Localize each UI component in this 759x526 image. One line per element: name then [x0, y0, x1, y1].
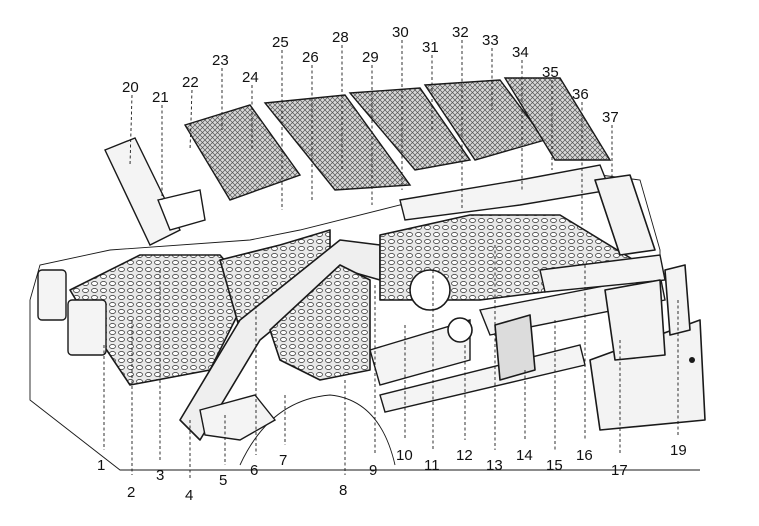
- mat-1a: [37, 269, 67, 321]
- roof-panel-3: [348, 87, 472, 171]
- seatbelt-mechanism: [409, 269, 536, 381]
- label-32: 32: [452, 24, 469, 41]
- label-19: 19: [670, 442, 687, 459]
- label-35: 35: [542, 64, 559, 81]
- label-30: 30: [392, 24, 409, 41]
- label-31: 31: [422, 39, 439, 56]
- label-37: 37: [602, 109, 619, 126]
- label-23: 23: [212, 52, 229, 69]
- label-26: 26: [302, 49, 319, 66]
- label-8: 8: [339, 482, 347, 499]
- sun-visors: [104, 137, 206, 246]
- label-24: 24: [242, 69, 259, 86]
- sun-visor-clip-21: [157, 189, 206, 231]
- label-22: 22: [182, 74, 199, 91]
- label-17: 17: [611, 462, 628, 479]
- roof-panel-rear: [503, 77, 612, 161]
- label-9: 9: [369, 462, 377, 479]
- label-2: 2: [127, 484, 135, 501]
- label-5: 5: [219, 472, 227, 489]
- label-6: 6: [250, 462, 258, 479]
- label-13: 13: [486, 457, 503, 474]
- label-11: 11: [424, 457, 440, 474]
- label-36: 36: [572, 86, 589, 103]
- c-pillar-trim: [594, 174, 656, 256]
- roof-lining-panels: [183, 77, 612, 221]
- sun-visor-20: [104, 137, 181, 246]
- mat-1b: [67, 299, 107, 356]
- label-33: 33: [482, 32, 499, 49]
- rear-quarter: [589, 264, 706, 431]
- leader-lines: [103, 40, 679, 480]
- label-7: 7: [279, 452, 287, 469]
- label-1: 1: [97, 457, 105, 474]
- front-mats: [37, 269, 107, 356]
- label-34: 34: [512, 44, 529, 61]
- label-12: 12: [456, 447, 473, 464]
- label-28: 28: [332, 29, 349, 46]
- side-panel-10: [369, 319, 471, 386]
- label-20: 20: [122, 79, 139, 96]
- vehicle-body-outline: [29, 174, 700, 471]
- label-29: 29: [362, 49, 379, 66]
- callout-labels: 1 2 3 4 5 6 7 8 9 10 11 12 13 14 15 16 1…: [97, 24, 687, 504]
- label-15: 15: [546, 457, 563, 474]
- label-25: 25: [272, 34, 289, 51]
- label-4: 4: [185, 487, 193, 504]
- label-16: 16: [576, 447, 593, 464]
- label-14: 14: [516, 447, 533, 464]
- roof-panel-front: [183, 104, 302, 201]
- label-3: 3: [156, 467, 164, 484]
- label-10: 10: [396, 447, 413, 464]
- label-21: 21: [152, 89, 169, 106]
- roof-rail-strip: [399, 164, 611, 221]
